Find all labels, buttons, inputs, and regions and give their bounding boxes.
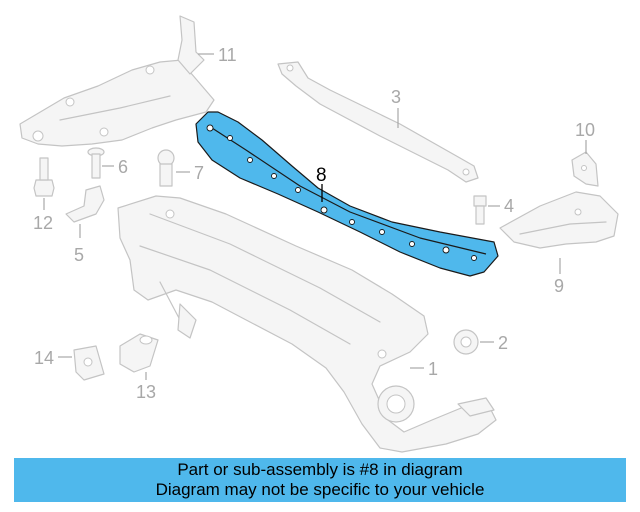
svg-text:14: 14 <box>34 348 54 368</box>
part-7-pin <box>157 149 175 187</box>
banner-line-1: Part or sub-assembly is #8 in diagram <box>177 460 463 479</box>
part-3-support-bar <box>277 61 479 183</box>
svg-text:5: 5 <box>74 245 84 265</box>
part-8-upper-cross-member <box>195 111 499 277</box>
svg-text:8: 8 <box>316 165 327 186</box>
callout-7: 7 <box>176 163 204 183</box>
part-1-carrier <box>117 195 497 453</box>
part-6-bolt <box>87 147 105 179</box>
callout-8: 8 <box>316 165 327 202</box>
part-9-side-bracket <box>499 191 619 249</box>
part-14-plate <box>73 345 105 381</box>
callout-9: 9 <box>554 258 564 296</box>
part-8-body <box>195 111 499 277</box>
svg-text:11: 11 <box>218 45 237 65</box>
callout-2: 2 <box>480 333 508 353</box>
part-4-bolt <box>473 195 487 225</box>
svg-text:2: 2 <box>498 333 508 353</box>
svg-text:10: 10 <box>575 120 595 140</box>
svg-text:3: 3 <box>391 87 401 107</box>
svg-text:7: 7 <box>194 163 204 183</box>
svg-text:12: 12 <box>33 213 53 233</box>
info-banner: Part or sub-assembly is #8 in diagram Di… <box>14 458 626 502</box>
svg-text:6: 6 <box>118 157 128 177</box>
callout-10: 10 <box>575 120 595 154</box>
callout-4: 4 <box>488 196 514 216</box>
callout-12: 12 <box>33 198 53 233</box>
callout-13: 13 <box>136 372 156 402</box>
part-2-grommet <box>453 329 479 355</box>
callout-11: 11 <box>198 45 237 65</box>
callout-1: 1 <box>410 359 438 379</box>
part-5-bracket <box>65 185 105 223</box>
svg-text:9: 9 <box>554 276 564 296</box>
part-10-bracket <box>571 151 599 187</box>
callout-6: 6 <box>102 157 128 177</box>
part-11-shield <box>19 15 215 147</box>
callout-5: 5 <box>74 224 84 265</box>
callout-14: 14 <box>34 348 72 368</box>
svg-text:4: 4 <box>504 196 514 216</box>
svg-text:13: 13 <box>136 382 156 402</box>
svg-text:1: 1 <box>428 359 438 379</box>
banner-line-2: Diagram may not be specific to your vehi… <box>155 480 485 499</box>
callout-3: 3 <box>391 87 401 128</box>
part-12-bolt <box>33 157 55 197</box>
part-13-connector <box>119 333 159 373</box>
